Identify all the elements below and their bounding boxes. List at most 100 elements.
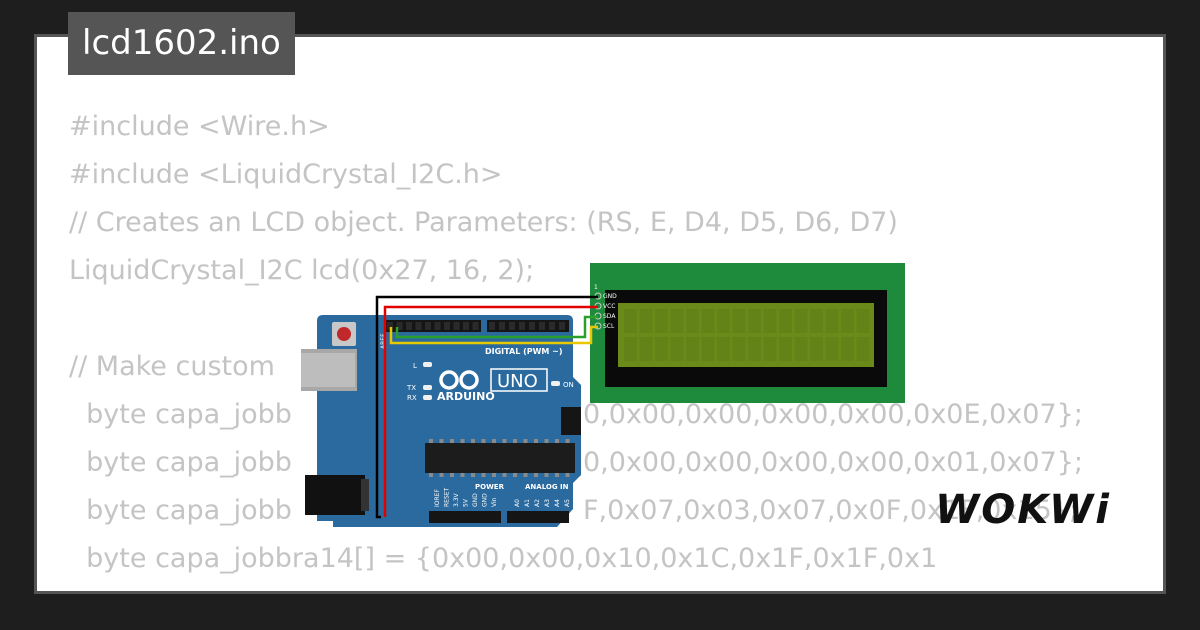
chip-pin	[513, 439, 517, 443]
arduino-logo-icon	[439, 370, 479, 390]
power-pin-label: RESET	[444, 487, 451, 507]
wire-sda	[395, 315, 598, 339]
code-line: byte capa_jobb	[69, 447, 292, 478]
lcd-char-cell	[670, 337, 684, 361]
lcd-char-cell	[624, 337, 637, 361]
code-editor: #include <Wire.h>#include <LiquidCrystal…	[69, 103, 1163, 591]
digital-pin[interactable]	[387, 322, 393, 330]
code-line-tail: 0,0x00,0x00,0x00,0x00,0x01,0x07};	[583, 447, 1084, 478]
chip-pin	[534, 473, 538, 477]
lcd-pin-gnd: GND	[603, 293, 617, 300]
digital-header-b	[487, 320, 569, 332]
lcd-char-cell	[639, 337, 653, 361]
power-pin-label: 5V	[463, 498, 470, 507]
lcd-char-cell	[779, 309, 792, 333]
lcd-char-cell	[732, 337, 746, 361]
lcd-char-cell	[794, 337, 808, 361]
chip-pin	[523, 473, 528, 477]
lcd-char-cell	[670, 309, 684, 333]
lcd-char-cell	[763, 309, 777, 333]
wire-scl	[389, 325, 598, 345]
lcd-char-cell	[810, 337, 823, 361]
digital-pin[interactable]	[509, 322, 515, 330]
lcd-char-cell	[624, 309, 637, 333]
lcd-char-cell	[841, 309, 854, 333]
lcd-char-cell	[701, 309, 715, 333]
digital-pin[interactable]	[499, 322, 505, 330]
power-pin-label: GND	[482, 493, 489, 507]
lcd1602-module[interactable]: 1 GND VCC SDA SCL	[590, 263, 905, 403]
lcd-char-cell	[856, 309, 870, 333]
simulation-canvas: 1 GND VCC SDA SCL	[301, 263, 905, 527]
chip-pin	[492, 439, 496, 443]
chip-pin	[460, 473, 465, 477]
lcd-char-cell	[779, 337, 792, 361]
code-line: #include <LiquidCrystal_I2C.h>	[69, 159, 503, 190]
code-line: byte capa_jobb	[69, 399, 292, 430]
chip-pin	[429, 473, 433, 477]
digital-label: DIGITAL (PWM ~)	[485, 347, 563, 356]
digital-pin[interactable]	[489, 322, 495, 330]
digital-pin[interactable]	[396, 322, 403, 330]
digital-pin[interactable]	[406, 322, 412, 330]
reset-button-cap[interactable]	[337, 327, 351, 341]
analog-pin-label: A1	[524, 499, 531, 507]
code-line-tail: F,0x07,0x03,0x07,0x0F,0x1F,0x15};	[583, 495, 1079, 526]
power-pin-label: 3.3V	[453, 492, 460, 507]
lcd-pin-sda: SDA	[603, 313, 616, 320]
digital-pin[interactable]	[444, 322, 450, 330]
chip-pin	[471, 473, 475, 477]
chip-pin	[439, 439, 444, 443]
chip-pin	[481, 439, 486, 443]
file-name-tab[interactable]: lcd1602.ino	[68, 12, 295, 75]
chip-pin	[492, 473, 496, 477]
analog-pin-label: A3	[544, 499, 551, 507]
chip-pin	[513, 473, 517, 477]
power-header	[429, 511, 501, 523]
digital-pin[interactable]	[529, 322, 535, 330]
digital-pin[interactable]	[453, 322, 460, 330]
lcd-pin-vcc: VCC	[603, 303, 615, 310]
chip-pin	[502, 439, 507, 443]
digital-pin[interactable]	[559, 322, 565, 330]
lcd-char-cell	[856, 337, 870, 361]
digital-pin[interactable]	[415, 322, 422, 330]
digital-pin[interactable]	[472, 322, 479, 330]
lcd-char-cell	[717, 337, 730, 361]
wire-vcc	[383, 305, 598, 517]
chip-pin	[502, 473, 507, 477]
lcd-char-cell	[732, 309, 746, 333]
arduino-uno-board[interactable]: DIGITAL (PWM ~) AREF L TX RX ARDUINO UNO…	[301, 315, 581, 527]
chip-pin	[523, 439, 528, 443]
lcd-char-cell	[639, 309, 653, 333]
digital-pin[interactable]	[434, 322, 441, 330]
wires	[375, 295, 598, 519]
lcd-char-cell	[763, 337, 777, 361]
chip-pin	[471, 439, 475, 443]
chip-pin	[460, 439, 465, 443]
chip-pin	[429, 439, 433, 443]
analog-pin-label: A4	[554, 499, 561, 507]
lcd-pin-scl: SCL	[603, 323, 615, 330]
code-line: byte capa_jobb	[69, 495, 292, 526]
chip-pin	[450, 439, 454, 443]
preview-card: #include <Wire.h>#include <LiquidCrystal…	[34, 34, 1166, 594]
icsp-header	[561, 407, 581, 435]
digital-pin[interactable]	[463, 322, 469, 330]
analog-label: ANALOG IN	[525, 483, 569, 491]
digital-pin[interactable]	[425, 322, 431, 330]
digital-pin[interactable]	[549, 322, 555, 330]
lcd-char-cell	[748, 309, 761, 333]
analog-pin-label: A0	[514, 499, 521, 507]
lcd-char-cell	[655, 337, 668, 361]
digital-pin[interactable]	[539, 322, 545, 330]
lcd-char-cell	[825, 337, 839, 361]
analog-pin-label: A2	[534, 499, 541, 507]
atmega-chip	[425, 443, 575, 473]
digital-pin[interactable]	[519, 322, 525, 330]
arduino-model: UNO	[497, 371, 538, 392]
code-line: byte capa_jobbra14[] = {0x00,0x00,0x10,0…	[69, 543, 938, 574]
power-pin-label: IOREF	[434, 489, 441, 507]
chip-pin	[544, 473, 549, 477]
arduino-brand: ARDUINO	[437, 390, 495, 403]
